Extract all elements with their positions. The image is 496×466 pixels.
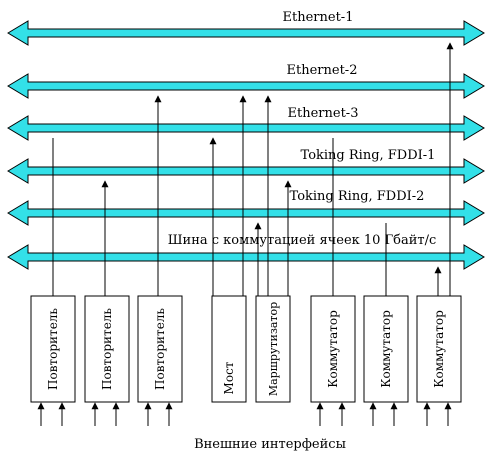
external-interfaces-label: Внешние интерфейсы <box>194 437 346 452</box>
device-box-repeater-1 <box>30 295 76 403</box>
bus-arrow-token-ring-fddi-2 <box>7 200 485 226</box>
device-label-switch-3: Коммутатор <box>432 310 446 388</box>
bus-arrows <box>7 20 485 270</box>
bus-label-ethernet-3: Ethernet-3 <box>288 106 359 121</box>
bus-arrow-ethernet-3 <box>7 115 485 141</box>
bus-arrow-cell-switch-bus <box>7 244 485 270</box>
bus-label-cell-switch-bus: Шина с коммутацией ячеек 10 Гбайт/с <box>168 233 437 248</box>
bus-label-token-ring-fddi-2: Toking Ring, FDDI-2 <box>290 189 425 204</box>
device-label-switch-1: Коммутатор <box>326 310 340 388</box>
device-labels: Повторитель Повторитель Повторитель Мост… <box>46 302 446 396</box>
device-box-bridge <box>211 295 247 403</box>
devices <box>30 295 462 403</box>
connection-lines <box>52 42 454 296</box>
bus-labels: Ethernet-1 Ethernet-2 Ethernet-3 Toking … <box>168 10 437 248</box>
device-label-bridge: Мост <box>222 361 236 394</box>
device-label-repeater-3: Повторитель <box>153 308 167 390</box>
bus-arrow-ethernet-1 <box>7 20 485 46</box>
device-box-router <box>255 295 291 403</box>
device-box-repeater-2 <box>84 295 130 403</box>
device-label-router: Маршрутизатор <box>267 302 280 396</box>
bus-label-ethernet-1: Ethernet-1 <box>283 10 354 25</box>
device-box-switch-2 <box>363 295 409 403</box>
device-box-repeater-3 <box>137 295 183 403</box>
bus-label-token-ring-fddi-1: Toking Ring, FDDI-1 <box>301 148 436 163</box>
device-label-repeater-1: Повторитель <box>46 308 60 390</box>
bus-arrow-token-ring-fddi-1 <box>7 158 485 184</box>
device-label-switch-2: Коммутатор <box>379 310 393 388</box>
device-box-switch-3 <box>416 295 462 403</box>
device-label-repeater-2: Повторитель <box>100 308 114 390</box>
bus-label-ethernet-2: Ethernet-2 <box>287 63 358 78</box>
device-box-switch-1 <box>310 295 356 403</box>
bus-arrow-ethernet-2 <box>7 73 485 99</box>
external-interface-arrows <box>37 402 452 426</box>
